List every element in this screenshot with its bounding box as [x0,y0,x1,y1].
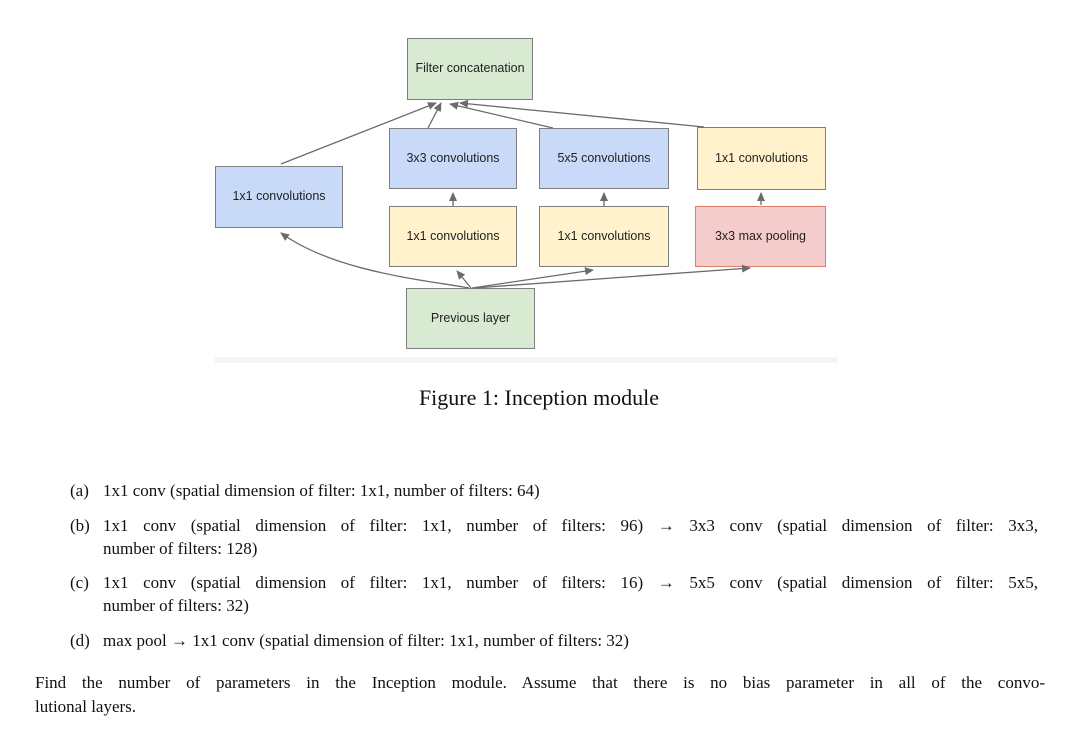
node-conv3x3: 3x3 convolutions [389,128,517,189]
node-conv5x5: 5x5 convolutions [539,128,669,189]
arrow-conv5x5-to-concat [449,101,554,129]
node-label: 3x3 max pooling [714,228,807,243]
arrow-conv3x3-to-concat [427,102,442,129]
node-label: Filter concatenation [415,61,525,76]
arrow-conv1x1-right-to-concat [459,99,705,128]
list-item-text: 1x1 conv (spatial dimension of filter: 1… [103,516,1038,535]
arrow-previous-to-maxpool [473,264,751,289]
inception-module-figure: Filter concatenation 1x1 convolutions 3x… [215,38,837,363]
list-item-text: number of filters: 128) [103,539,258,558]
node-conv1x1-before-5x5: 1x1 convolutions [539,206,669,267]
list-item-text: max pool → 1x1 conv (spatial dimension o… [103,631,629,650]
arrow-previous-to-mid2 [471,267,594,289]
node-label: Previous layer [430,310,511,325]
list-item-text: 1x1 conv (spatial dimension of filter: 1… [103,481,540,500]
node-conv1x1-branch-a: 1x1 convolutions [215,166,343,228]
node-3x3-max-pooling: 3x3 max pooling [695,206,826,267]
list-item-c: (c) 1x1 conv (spatial dimension of filte… [70,571,1038,617]
list-item-text: 1x1 conv (spatial dimension of filter: 1… [103,573,1038,592]
list-item-a: (a) 1x1 conv (spatial dimension of filte… [70,479,1038,502]
list-item-label: (b) [70,516,90,535]
list-item-text: number of filters: 32) [103,596,249,615]
problem-statement: Find the number of parameters in the Inc… [35,671,1045,719]
list-item-label: (d) [70,631,90,650]
list-item-label: (a) [70,481,89,500]
node-previous-layer: Previous layer [406,288,535,349]
node-conv1x1-before-3x3: 1x1 convolutions [389,206,517,267]
figure-image-edge [215,357,837,363]
node-label: 3x3 convolutions [406,150,500,165]
list-item-b: (b) 1x1 conv (spatial dimension of filte… [70,514,1038,560]
node-filter-concatenation: Filter concatenation [407,38,533,100]
figure-caption: Figure 1: Inception module [418,385,660,410]
node-label: 1x1 convolutions [714,150,809,165]
statement-line: Find the number of parameters in the Inc… [35,673,1045,692]
arrow-previous-to-mid1 [456,270,472,289]
node-label: 1x1 convolutions [406,228,500,243]
node-label: 1x1 convolutions [232,189,326,204]
statement-line: lutional layers. [35,697,137,716]
list-item-label: (c) [70,573,89,592]
node-label: 5x5 convolutions [557,150,651,165]
node-label: 1x1 convolutions [557,228,651,243]
list-item-d: (d) max pool → 1x1 conv (spatial dimensi… [70,629,1038,652]
node-conv1x1-after-pool: 1x1 convolutions [697,127,826,190]
